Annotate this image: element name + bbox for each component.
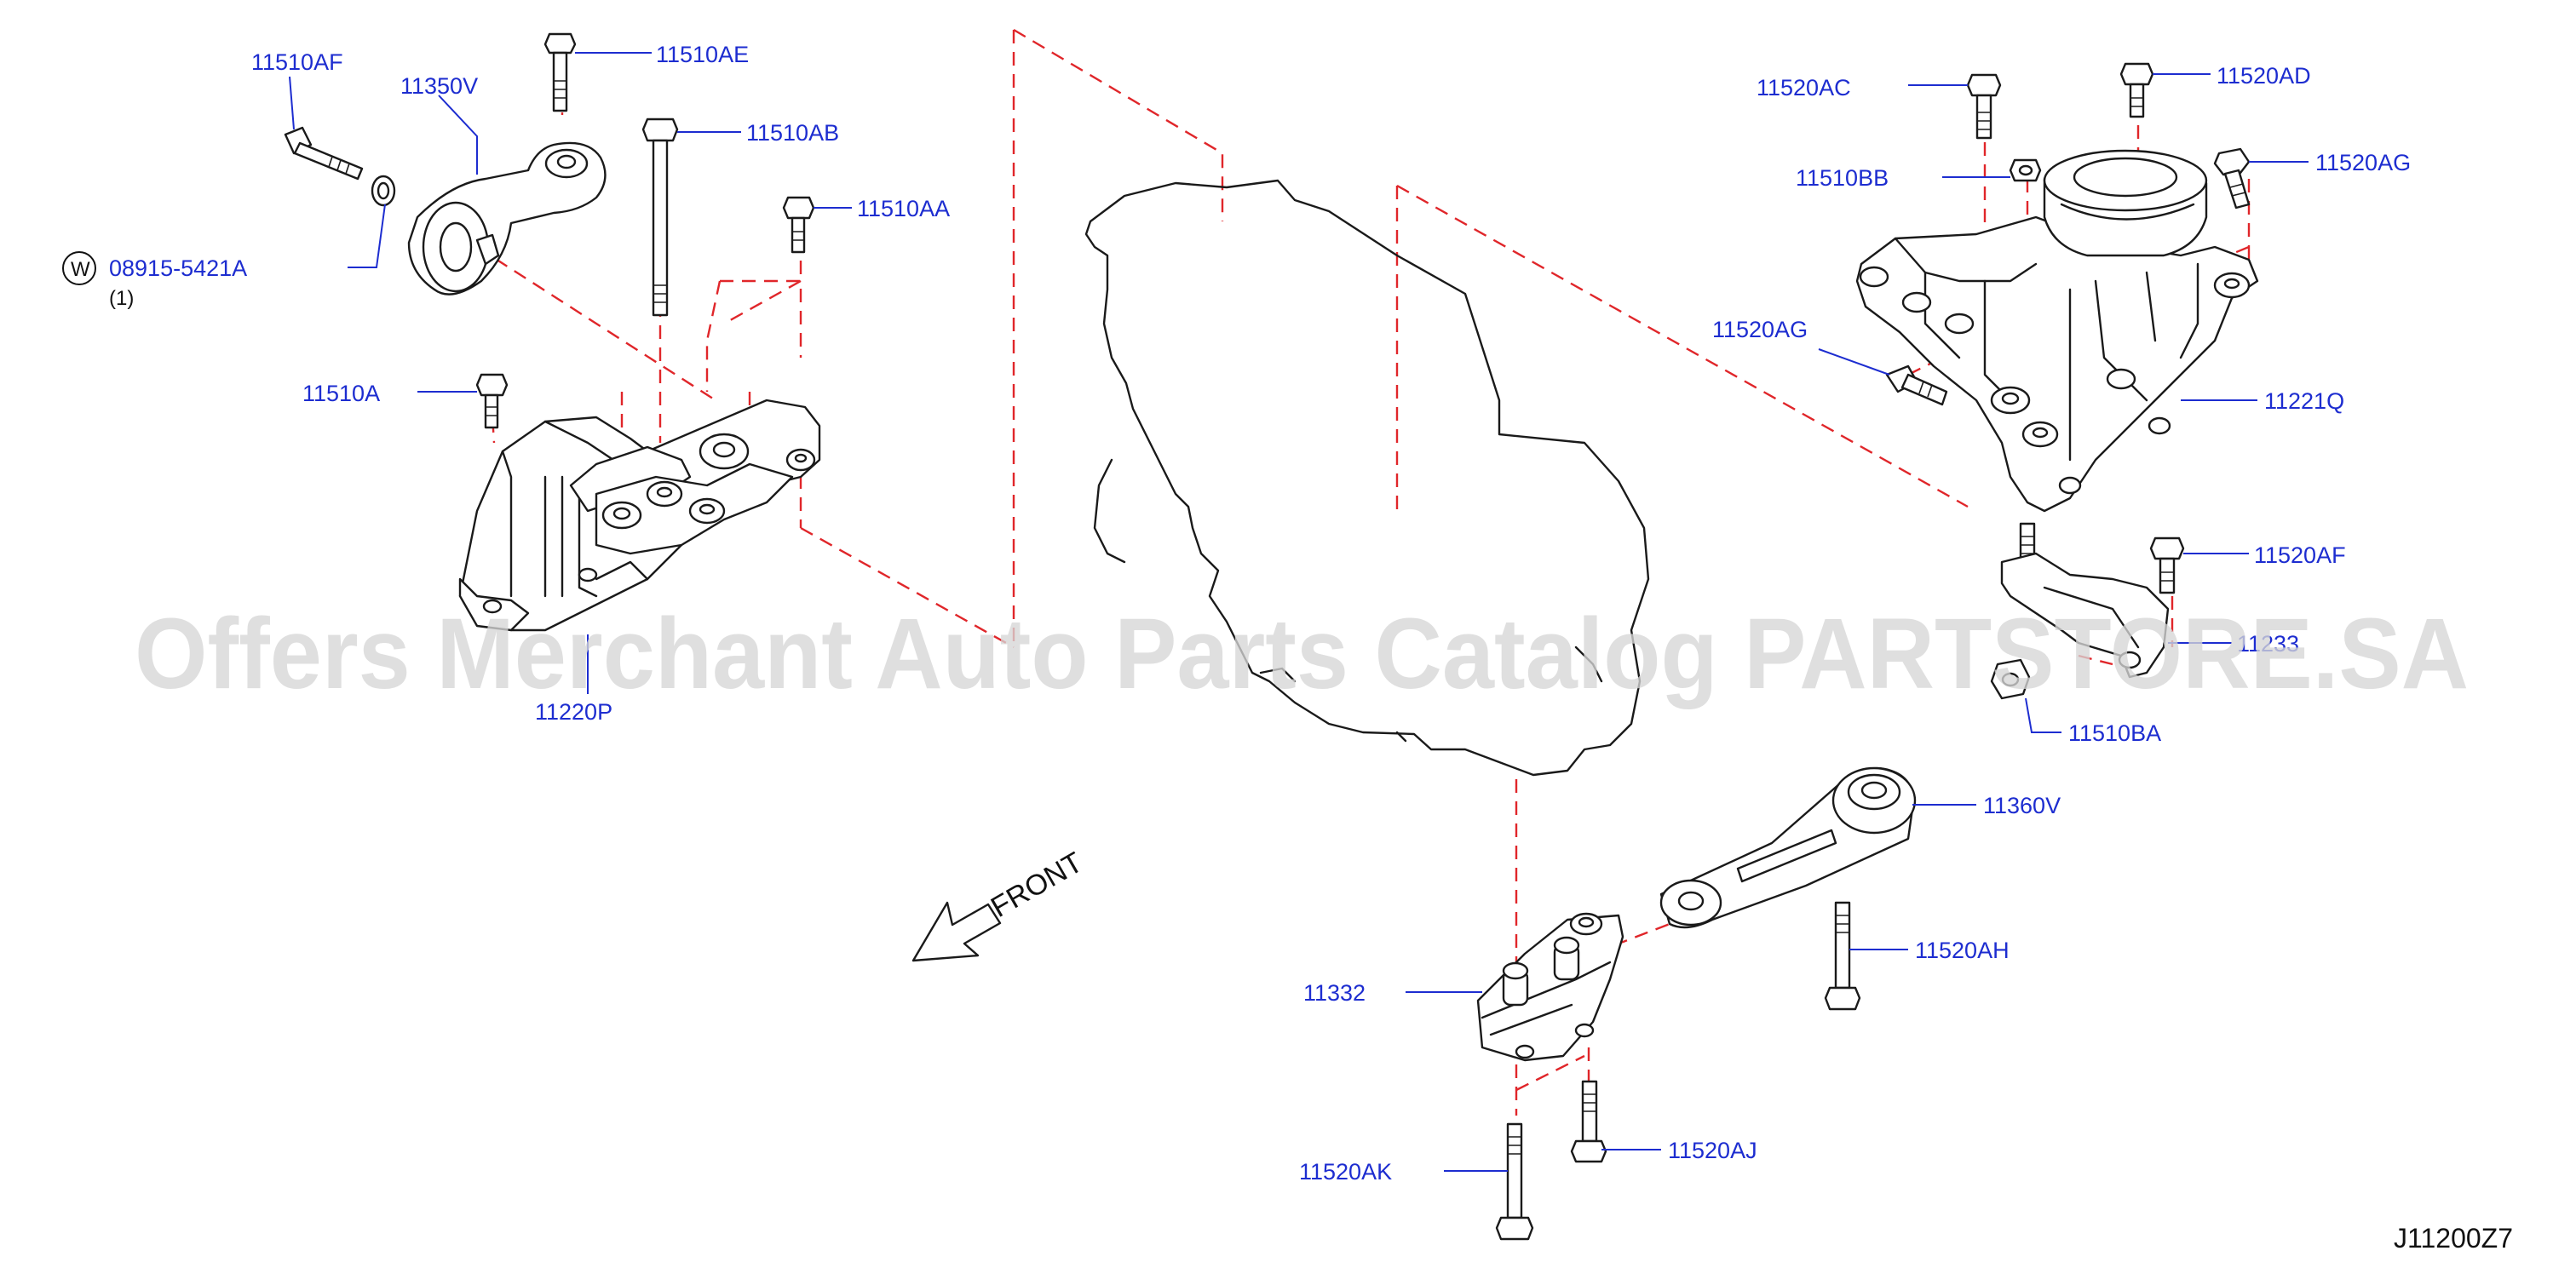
label-11520ag-left[interactable]: 11520AG [1712,317,1808,342]
label-11350v[interactable]: 11350V [400,73,478,99]
bolt-11520ag-left [1885,364,1948,406]
label-11510ab[interactable]: 11510AB [746,120,839,146]
bolt-11510ae [543,32,577,112]
diagram-code: J11200Z7 [2394,1223,2513,1254]
bolt-11510ab [641,118,679,317]
w-symbol-circle [62,251,96,285]
bracket-11233 [2000,552,2170,679]
bolt-11520af [2149,536,2185,594]
bolt-11510af [284,126,364,181]
bolt-11510aa [782,196,815,254]
part-labels: 11510AF 11350V 11510AE 11510AB 11510AA W… [62,42,2411,1185]
label-11510ba[interactable]: 11510BA [2068,720,2161,746]
watermark-text: Offers Merchant Auto Parts Catalog PARTS… [135,598,2469,710]
front-indicator: FRONT [911,846,1088,962]
leader-lines [289,52,2309,1172]
w-symbol-letter: W [71,258,90,281]
label-11220p[interactable]: 11220P [535,699,612,725]
bracket-11332 [1476,912,1624,1062]
label-quantity: (1) [109,287,134,310]
label-11520aj[interactable]: 11520AJ [1668,1138,1757,1163]
label-11510ae[interactable]: 11510AE [656,42,749,67]
label-11510aa[interactable]: 11510AA [857,196,950,221]
bolt-11520ag-top [2213,147,2251,209]
front-label: FRONT [986,846,1088,923]
label-11510a[interactable]: 11510A [302,381,380,406]
bolt-11520aj [1570,1080,1607,1163]
bolt-11520ak [1495,1122,1534,1241]
bolt-11510a [475,373,509,429]
label-11520ac[interactable]: 11520AC [1757,75,1851,100]
washer-08915-5421a [371,175,396,207]
label-11510bb[interactable]: 11510BB [1796,165,1889,191]
label-11520ak[interactable]: 11520AK [1299,1159,1392,1185]
engine-outline [1084,179,1650,777]
nut-11510bb [2009,158,2042,182]
label-11510af[interactable]: 11510AF [251,49,343,75]
label-11332[interactable]: 11332 [1303,980,1366,1006]
nut-11510ba [1990,658,2031,700]
mount-11220p [458,399,821,632]
label-11221q[interactable]: 11221Q [2264,388,2344,414]
label-08915-5421a[interactable]: 08915-5421A [109,255,247,281]
front-arrow-icon [911,901,1002,962]
mount-11221q [1855,149,2259,513]
bolt-11520ah [1824,901,1861,1011]
bracket-11350v [407,141,607,295]
label-11360v[interactable]: 11360V [1983,793,2061,818]
label-11520ag-top[interactable]: 11520AG [2315,150,2411,175]
label-11520ad[interactable]: 11520AD [2217,63,2311,89]
bolt-11520ad [2119,62,2154,118]
label-11520ah[interactable]: 11520AH [1915,938,2010,963]
rod-11360v [1659,766,1917,929]
label-11233[interactable]: 11233 [2237,631,2299,657]
bolt-11520ac [1966,73,2002,140]
label-11520af[interactable]: 11520AF [2254,542,2346,568]
